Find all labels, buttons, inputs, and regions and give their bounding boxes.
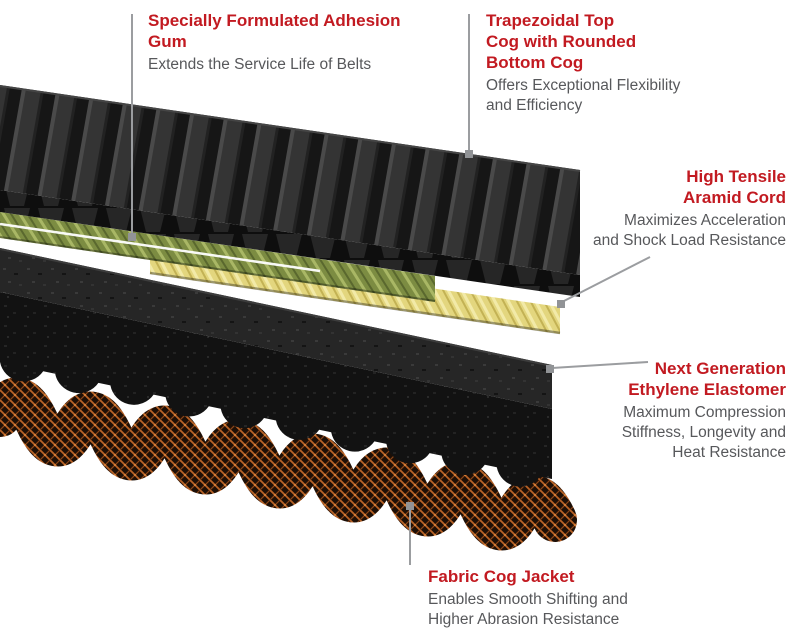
callout-marker-square: [557, 300, 565, 308]
callout-lines: [131, 14, 651, 565]
callout-body: Offers Exceptional Flexibility and Effic…: [486, 77, 681, 114]
callout-title: Trapezoidal Top Cog with Rounded Bottom …: [486, 11, 637, 72]
callout-title: Specially Formulated Adhesion Gum: [148, 11, 401, 51]
callout-marker-square: [406, 502, 414, 510]
elastomer-layer: [0, 248, 553, 487]
callout-aramid-cord: High Tensile Aramid Cord Maximizes Accel…: [556, 166, 786, 251]
adhesion-gum-layer: [0, 212, 436, 302]
top-cog-layer: [0, 85, 581, 297]
callout-marker-square: [465, 150, 473, 158]
fabric-jacket-layer: [0, 377, 577, 551]
callout-top-cog: Trapezoidal Top Cog with Rounded Bottom …: [486, 10, 726, 116]
callout-fabric-jacket: Fabric Cog Jacket Enables Smooth Shiftin…: [428, 566, 688, 630]
callout-title: High Tensile Aramid Cord: [683, 167, 786, 207]
callout-marker-square: [546, 365, 554, 373]
callout-body: Maximum Compression Stiffness, Longevity…: [621, 404, 786, 461]
callout-title: Fabric Cog Jacket: [428, 567, 575, 586]
callout-line-elastomer: [551, 361, 649, 369]
callout-marker-square: [128, 233, 136, 241]
callout-elastomer: Next Generation Ethylene Elastomer Maxim…: [546, 358, 786, 463]
callout-adhesion-gum: Specially Formulated Adhesion Gum Extend…: [148, 10, 428, 75]
callout-title: Next Generation Ethylene Elastomer: [628, 359, 786, 399]
callout-line-aramid-cord: [561, 256, 651, 303]
callout-body: Enables Smooth Shifting and Higher Abras…: [428, 591, 628, 628]
callout-body: Extends the Service Life of Belts: [148, 56, 372, 73]
callout-body: Maximizes Acceleration and Shock Load Re…: [592, 212, 786, 249]
callout-markers: [128, 150, 565, 510]
